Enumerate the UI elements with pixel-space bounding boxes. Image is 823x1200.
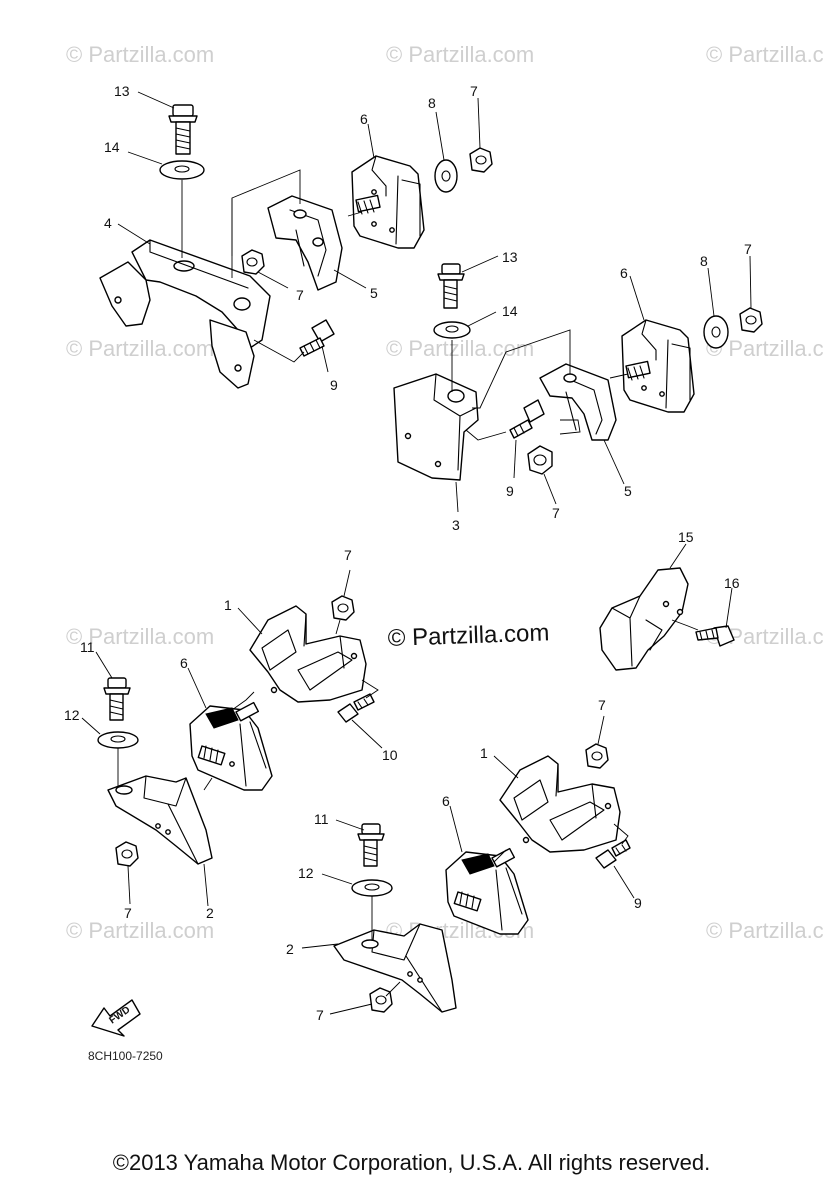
callout-label: 8 <box>700 253 708 269</box>
callout-label: 9 <box>506 483 514 499</box>
bracket-icon <box>107 775 213 865</box>
bolt-icon <box>595 839 631 869</box>
callout-label: 12 <box>64 707 80 723</box>
callout-label: 11 <box>314 811 329 827</box>
nut-icon <box>585 743 609 769</box>
callout-label: 14 <box>502 303 518 319</box>
callout-label: 7 <box>344 547 352 563</box>
callout-label: 10 <box>382 747 398 763</box>
bolt-icon <box>168 104 198 155</box>
callout-label: 7 <box>744 241 752 257</box>
washer-icon <box>433 321 471 339</box>
callout-label: 6 <box>360 111 368 127</box>
nut-icon <box>241 249 265 275</box>
watermark-text: © Partzilla.com <box>386 42 534 67</box>
callout-label: 1 <box>480 745 488 761</box>
callout-label: 12 <box>298 865 314 881</box>
bracket-icon <box>333 923 457 1013</box>
watermark-main: © Partzilla.com <box>387 619 550 652</box>
callout-label: 2 <box>286 941 294 957</box>
callout-label: 7 <box>124 905 132 921</box>
watermarks: © Partzilla.com © Partzilla.com © Partzi… <box>66 42 823 943</box>
engine-mount-icon <box>445 847 529 935</box>
nut-icon <box>369 987 393 1013</box>
upper-right-assembly <box>393 263 763 481</box>
bracket-icon <box>99 239 271 389</box>
bolt-icon <box>103 677 131 721</box>
side-bracket-assembly <box>599 567 735 671</box>
washer-icon <box>97 731 139 749</box>
bracket-icon <box>599 567 689 671</box>
callout-label: 13 <box>114 83 130 99</box>
callout-label: 1 <box>224 597 232 613</box>
callout-label: 11 <box>80 639 95 655</box>
nut-icon <box>331 595 355 621</box>
middle-left-assembly <box>97 595 379 867</box>
nut-icon <box>527 445 553 475</box>
bracket-icon <box>499 755 621 853</box>
callout-label: 9 <box>634 895 642 911</box>
watermark-text: © Partzilla.com <box>66 42 214 67</box>
diagram-code: 8CH100-7250 <box>88 1049 163 1063</box>
bolt-icon <box>299 319 335 357</box>
washer-icon <box>159 160 205 180</box>
callout-label: 5 <box>370 285 378 301</box>
watermark-text: © Partzilla.com <box>706 918 823 943</box>
callout-label: 9 <box>330 377 338 393</box>
bolt-icon <box>695 625 735 647</box>
watermark-text: © Partzilla.com <box>386 336 534 361</box>
callout-label: 7 <box>316 1007 324 1023</box>
callout-label: 7 <box>470 83 478 99</box>
callout-label: 15 <box>678 529 694 545</box>
callout-label: 7 <box>598 697 606 713</box>
washer-icon <box>351 879 393 897</box>
callout-label: 3 <box>452 517 460 533</box>
bolt-icon <box>437 263 465 309</box>
callout-label: 6 <box>180 655 188 671</box>
bracket-icon <box>539 363 617 441</box>
bolt-icon <box>357 823 385 867</box>
watermark-text: © Partzilla.com <box>706 42 823 67</box>
callout-label: 7 <box>296 287 304 303</box>
upper-left-assembly <box>99 104 493 389</box>
callout-label: 6 <box>442 793 450 809</box>
watermark-text: © Partzilla.com <box>66 336 214 361</box>
washer-icon <box>703 315 729 349</box>
bracket-icon <box>393 373 479 481</box>
callout-label: 8 <box>428 95 436 111</box>
bracket-icon <box>267 195 343 291</box>
engine-mount-icon <box>621 319 695 413</box>
callout-label: 4 <box>104 215 112 231</box>
callout-numbers: 13 14 4 6 8 7 7 5 9 13 14 6 8 7 9 7 5 3 … <box>64 83 752 1023</box>
lower-right-assembly <box>333 743 631 1013</box>
bolt-icon <box>509 399 545 439</box>
callout-label: 14 <box>104 139 120 155</box>
washer-icon <box>434 159 458 193</box>
watermark-text: © Partzilla.com <box>66 918 214 943</box>
callout-label: 16 <box>724 575 740 591</box>
copyright-notice: ©2013 Yamaha Motor Corporation, U.S.A. A… <box>112 1150 711 1175</box>
callout-label: 5 <box>624 483 632 499</box>
engine-mount-icon <box>189 701 273 791</box>
watermark-text: © Partzilla.com <box>66 624 214 649</box>
callout-label: 7 <box>552 505 560 521</box>
callout-label: 6 <box>620 265 628 281</box>
forward-arrow-icon: FWD <box>91 999 141 1037</box>
bolt-icon <box>337 693 375 723</box>
callout-label: 13 <box>502 249 518 265</box>
callout-leaders <box>81 91 752 1015</box>
nut-icon <box>739 307 763 333</box>
nut-icon <box>469 147 493 173</box>
callout-label: 2 <box>206 905 214 921</box>
bracket-icon <box>249 605 367 703</box>
nut-icon <box>115 841 139 867</box>
engine-mount-icon <box>351 155 425 249</box>
